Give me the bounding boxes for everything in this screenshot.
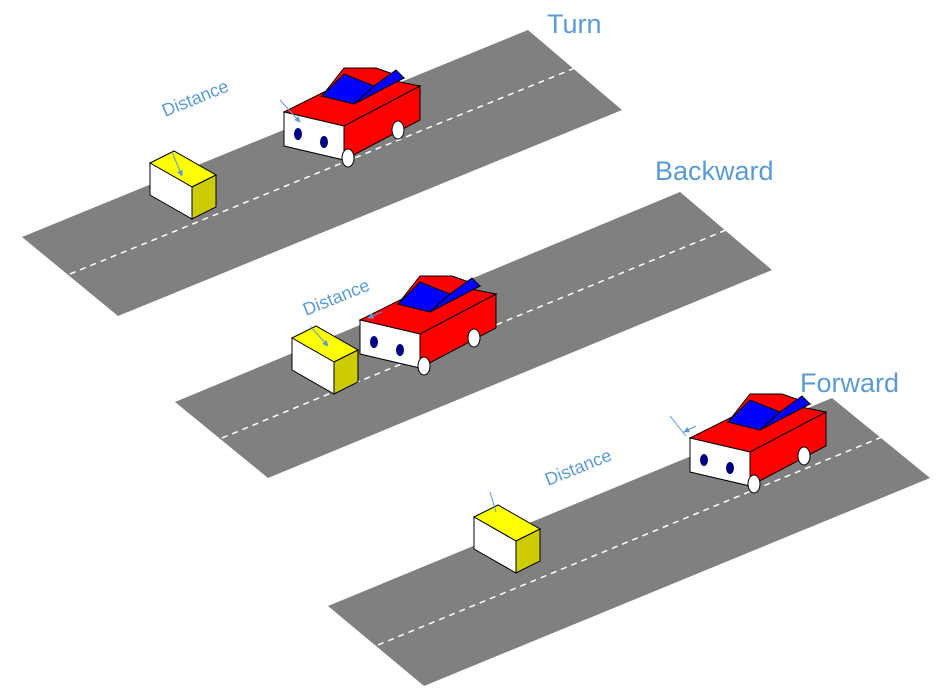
distance-label-forward: Distance xyxy=(542,445,614,490)
distance-arrow-backward-car xyxy=(367,311,383,319)
distance-arrow-forward xyxy=(669,415,687,437)
scene-forward: Distance Forward xyxy=(328,368,930,686)
scene-title-turn: Turn xyxy=(547,9,602,39)
road-center-line-turn xyxy=(69,67,576,275)
distance-arrow-turn-car xyxy=(279,99,301,123)
distance-label-turn: Distance xyxy=(159,76,231,121)
road-turn xyxy=(22,30,622,316)
distance-arrow-backward xyxy=(309,325,329,347)
road-forward xyxy=(328,398,930,686)
scene-title-forward: Forward xyxy=(800,368,899,398)
distance-label-backward: Distance xyxy=(300,275,372,320)
scene-title-backward: Backward xyxy=(655,156,774,186)
distance-tick-forward-obstacle xyxy=(489,491,497,513)
distance-arrowhead-forward xyxy=(683,425,697,433)
distance-arrow-turn xyxy=(171,151,183,177)
road-center-line-forward xyxy=(377,436,883,646)
road-center-line-backward xyxy=(221,229,727,439)
